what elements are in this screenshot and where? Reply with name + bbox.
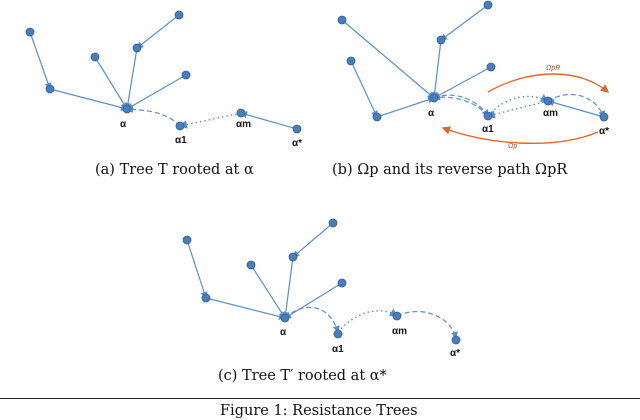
label-alphastar: α* [599,126,609,137]
edge [486,100,549,119]
node [328,218,338,228]
edge [440,4,489,41]
node-alpha1 [333,329,343,339]
caption-b: (b) Ωp and its reverse path ΩpR [332,162,568,178]
label-omega: Ωp [508,143,517,150]
edge [125,74,187,110]
node [436,35,446,45]
edge [239,111,298,130]
node [486,62,496,72]
edge [250,264,286,320]
edge [283,282,343,319]
label-alpha: α [280,327,287,338]
node [181,70,191,80]
node-alpham [543,96,553,106]
node-alpham [392,311,402,321]
panel-b-tree: α α1 αm α* ΩpR Ωp [337,0,610,150]
node-alphastar [599,112,609,122]
edge [547,93,606,119]
node-alpha [122,104,132,114]
label-alpham: αm [543,108,558,119]
node [45,84,55,94]
label-alpham: αm [236,119,251,130]
label-alpha1: α1 [332,344,344,355]
node [288,252,298,262]
edge [396,311,458,340]
node [337,15,347,25]
node-alpha [429,93,439,103]
figure-caption: Figure 1: Resistance Trees [220,403,418,419]
node [132,43,142,53]
node [182,235,192,245]
node-alphastar [451,335,461,345]
divider [0,398,640,399]
edge [282,256,294,320]
node [372,112,382,122]
node-alpha [280,313,290,323]
node-alphastar [292,124,302,134]
edge [433,94,489,118]
edge [49,88,129,111]
edge [29,31,52,91]
node-alpha1 [483,111,493,121]
path-arrow [441,126,599,145]
edge [186,239,208,300]
edge [125,105,181,127]
edge [284,306,340,334]
node [246,260,256,270]
edge [124,47,138,111]
edge [205,297,287,321]
edge [292,222,334,258]
node [90,52,100,62]
edge [136,14,180,49]
caption-a: (a) Tree T rooted at α [95,162,254,178]
node [201,293,211,303]
label-alphastar: α* [450,348,460,359]
node [346,56,356,66]
edge [487,94,550,117]
label-alpha: α [428,108,435,119]
label-alpha: α [120,119,127,130]
edge [178,112,242,129]
edge [350,60,378,119]
node [483,0,493,10]
edge [337,308,399,333]
edge [431,39,442,100]
label-omega-reverse: ΩpR [546,65,560,72]
edge [341,19,435,99]
node [337,278,347,288]
node-alpha1 [175,121,185,131]
node [174,10,184,20]
edge [546,99,605,118]
label-alphastar: α* [292,138,302,149]
label-alpha1: α1 [482,124,494,135]
edge [94,56,128,111]
node-alpham [236,108,246,118]
caption-c: (c) Tree T′ rooted at α* [218,368,387,384]
reverse-path-arrow [487,73,610,93]
edge [432,66,492,99]
panel-c-tree: α α1 αm α* [182,218,461,359]
label-alpha1: α1 [175,135,187,146]
edge [376,96,436,118]
node [25,27,35,37]
panel-a-tree: α α1 αm α* [25,10,302,149]
label-alpham: αm [392,326,407,337]
